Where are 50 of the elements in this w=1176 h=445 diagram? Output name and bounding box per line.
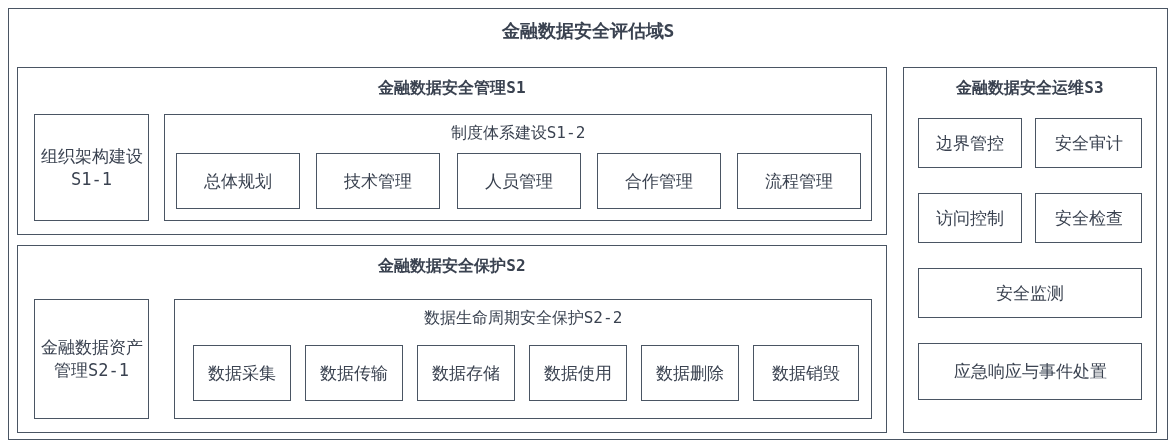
item-box [176,153,300,209]
item-box [918,268,1142,318]
group-title: 金融数据安全管理S1 [378,78,526,97]
item-label: 安全检查 [1053,206,1124,230]
item-label: 数据传输 [319,361,389,385]
item-label: 总体规划 [203,169,273,193]
item-label: 数据删除 [655,361,725,385]
group-title: 金融数据安全运维S3 [956,78,1104,97]
group-title: 金融数据安全评估域S [501,20,675,41]
item-label: 安全监测 [995,281,1065,305]
item-box [597,153,721,209]
item-box [457,153,581,209]
item-box [1035,118,1142,168]
item-label: 安全审计 [1053,131,1124,155]
group-box [164,114,872,221]
item-box [193,345,291,401]
item-label: 流程管理 [764,169,834,193]
item-box [34,299,149,419]
group-box [8,8,1168,440]
item-box [753,345,859,401]
item-label: 访问控制 [935,206,1005,230]
item-label: 金融数据资产管理S2-1 [39,336,144,382]
item-box [529,345,627,401]
group-box [17,67,887,235]
item-label: 合作管理 [624,169,694,193]
item-label: 技术管理 [343,169,413,193]
item-box [737,153,861,209]
item-label: 应急响应与事件处置 [952,360,1108,383]
item-box [918,343,1142,400]
item-box [918,118,1022,168]
group-title: 数据生命周期安全保护S2-2 [423,308,623,327]
item-box [417,345,515,401]
item-box [316,153,440,209]
group-title: 金融数据安全保护S2 [378,256,526,275]
item-label: 数据采集 [207,361,277,385]
group-box [17,245,887,433]
item-label: 数据销毁 [771,361,841,385]
item-box [34,114,149,221]
item-label: 数据存储 [431,361,501,385]
group-box [903,67,1157,433]
item-box [918,193,1022,243]
item-label: 人员管理 [484,169,554,193]
item-box [305,345,403,401]
item-label: 组织架构建设S1-1 [39,144,144,191]
group-title: 制度体系建设S1-2 [450,123,586,142]
item-box [1035,193,1142,243]
item-label: 边界管控 [935,131,1005,155]
group-box [174,299,872,419]
item-box [641,345,739,401]
item-label: 数据使用 [543,361,613,385]
